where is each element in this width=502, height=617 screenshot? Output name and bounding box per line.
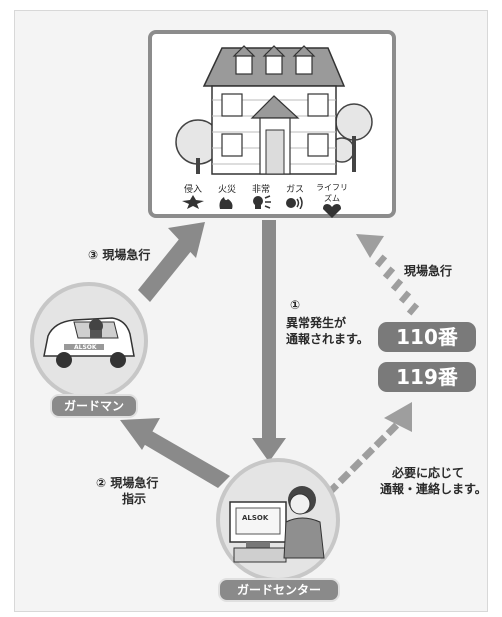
category-label: 侵入: [183, 185, 202, 195]
category-label: ライフリズム: [316, 183, 348, 203]
operator-icon: [229, 486, 325, 563]
intrusion-icon: [182, 195, 204, 209]
step1-line2: 通報されます。: [286, 332, 369, 346]
notify-line1: 必要に応じて: [392, 466, 465, 480]
guardman-node: ALSOK: [30, 282, 148, 400]
arrow-center-to-guardman: [120, 418, 230, 488]
fire-number: 119番: [378, 362, 476, 392]
category-emergency: 非常: [246, 182, 276, 212]
category-label: 非常: [251, 185, 270, 195]
step3-label: ③ 現場急行: [88, 248, 151, 262]
arrow-house-to-center: [252, 220, 286, 462]
category-intrusion: 侵入: [178, 182, 208, 212]
fire-icon: [219, 197, 233, 209]
step1-line1: 異常発生が: [286, 316, 347, 330]
rush-label: 現場急行: [404, 264, 453, 278]
gas-icon: [286, 196, 303, 210]
notify-line2: 通報・連絡します。: [380, 482, 487, 496]
guard-center-node: ALSOK: [216, 458, 340, 582]
car-logo: ALSOK: [74, 344, 97, 351]
house-panel: 侵入 火災 非常 ガス ライフリズム: [148, 30, 396, 218]
category-gas: ガス: [280, 182, 310, 212]
emergency-icon: [253, 195, 271, 209]
patrol-car-icon: [43, 317, 135, 368]
category-label: 火災: [217, 185, 236, 195]
guard-center-label: ガードセンター: [218, 578, 340, 602]
police-number: 110番: [378, 322, 476, 352]
step2-line2: 指示: [122, 492, 147, 506]
category-liferhythm: ライフリズム: [314, 182, 350, 220]
category-fire: 火災: [212, 182, 242, 212]
arrow-guardman-to-house: [138, 222, 205, 302]
house-illustration: [175, 45, 373, 175]
step2-label: ② 現場急行: [96, 476, 159, 490]
step1-number: ①: [290, 298, 301, 312]
dashed-arrow-to-house: [356, 234, 420, 316]
heart-icon: [323, 204, 341, 218]
category-label: ガス: [285, 185, 304, 195]
guardman-label: ガードマン: [50, 394, 138, 418]
monitor-logo: ALSOK: [242, 514, 269, 522]
